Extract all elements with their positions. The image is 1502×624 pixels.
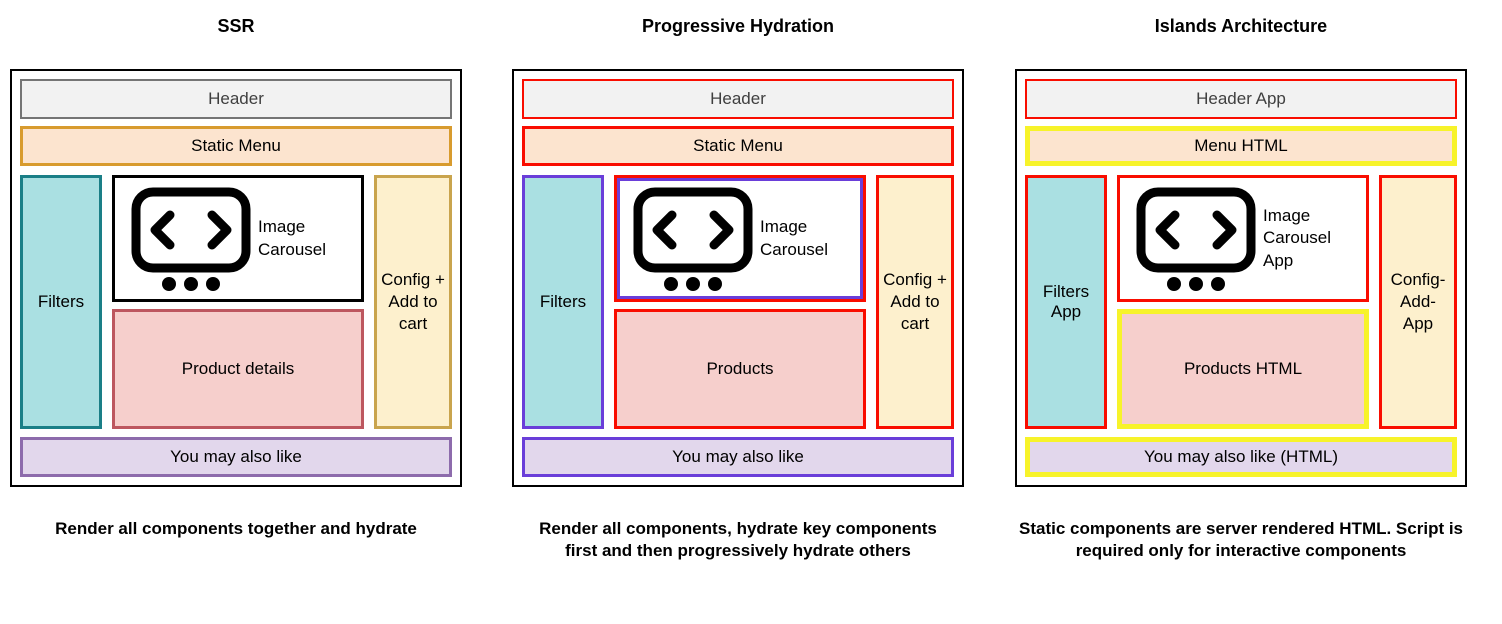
config-add-to-cart-box: Config + Add to cart [374,175,452,429]
config-add-app-box: Config-Add-App [1379,175,1457,429]
panel-title: SSR [217,16,255,36]
filters-app-box: Filters App [1025,175,1107,429]
page-wireframe: Header Static Menu Filters [10,69,462,487]
panel-title: Progressive Hydration [641,16,835,36]
header-label: Header [208,89,264,108]
config-add-to-cart-box: Config + Add to cart [876,175,954,429]
filters-box: Filters [20,175,102,429]
products-box: Products [614,309,866,429]
you-may-also-like-box: You may also like [20,437,452,477]
you-may-also-like-label: You may also like [672,447,804,466]
config-add-to-cart-label: Config + Add to cart [381,269,445,334]
filters-label: Filters [539,292,587,311]
products-html-label: Products HTML [1183,359,1303,378]
image-carousel-box: Image Carousel [112,175,364,302]
filters-box: Filters [522,175,604,429]
header-label: Header [710,89,766,108]
static-menu-label: Static Menu [693,136,783,155]
image-carousel-icon [1136,187,1256,291]
you-may-also-like-label: You may also like [170,447,302,466]
config-add-to-cart-label: Config + Add to cart [883,269,947,334]
center-column: Image Carousel Products [614,175,866,429]
filters-app-label: Filters App [1042,282,1090,321]
middle-row: Filters Image Carousel Products [522,175,954,429]
header-box: Header App [1025,79,1457,119]
header-box: Header [522,79,954,119]
panel-islands-architecture: Islands Architecture Header App Menu HTM… [1013,0,1469,624]
static-menu-label: Static Menu [191,136,281,155]
panel-ssr: SSR Header Static Menu Filters [8,0,464,624]
image-carousel-icon [131,187,251,291]
menu-html-label: Menu HTML [1194,136,1288,155]
image-carousel-label: Image Carousel [258,217,327,259]
products-html-box: Products HTML [1117,309,1369,429]
static-menu-box: Static Menu [522,126,954,166]
center-column: Image Carousel Product details [112,175,364,429]
image-carousel-icon [633,187,753,291]
page-wireframe: Header Static Menu Filters [512,69,964,487]
filters-label: Filters [37,292,85,311]
image-carousel-app-box: Image Carousel App [1117,175,1369,302]
products-label: Products [706,359,774,378]
panel-caption: Render all components together and hydra… [55,519,417,538]
page-wireframe: Header App Menu HTML Filters App [1015,69,1467,487]
menu-html-box: Menu HTML [1025,126,1457,166]
static-menu-box: Static Menu [20,126,452,166]
center-column: Image Carousel App Products HTML [1117,175,1369,429]
panel-caption: Static components are server rendered HT… [1018,519,1464,561]
panel-progressive-hydration: Progressive Hydration Header Static Menu… [510,0,966,624]
products-box: Product details [112,309,364,429]
you-may-also-like-html-box: You may also like (HTML) [1025,437,1457,477]
image-carousel-label: Image Carousel [760,217,829,259]
header-label: Header App [1196,89,1286,108]
image-carousel-box: Image Carousel [614,175,866,302]
panel-title: Islands Architecture [1154,16,1328,36]
products-label: Product details [181,359,295,378]
image-carousel-app-label: Image Carousel App [1263,206,1332,270]
middle-row: Filters App Image Carousel App Products [1025,175,1457,429]
header-box: Header [20,79,452,119]
middle-row: Filters Image Carousel Product details [20,175,452,429]
you-may-also-like-box: You may also like [522,437,954,477]
config-add-app-label: Config-Add-App [1390,269,1446,334]
panel-caption: Render all components, hydrate key compo… [539,519,937,561]
you-may-also-like-html-label: You may also like (HTML) [1144,447,1338,466]
